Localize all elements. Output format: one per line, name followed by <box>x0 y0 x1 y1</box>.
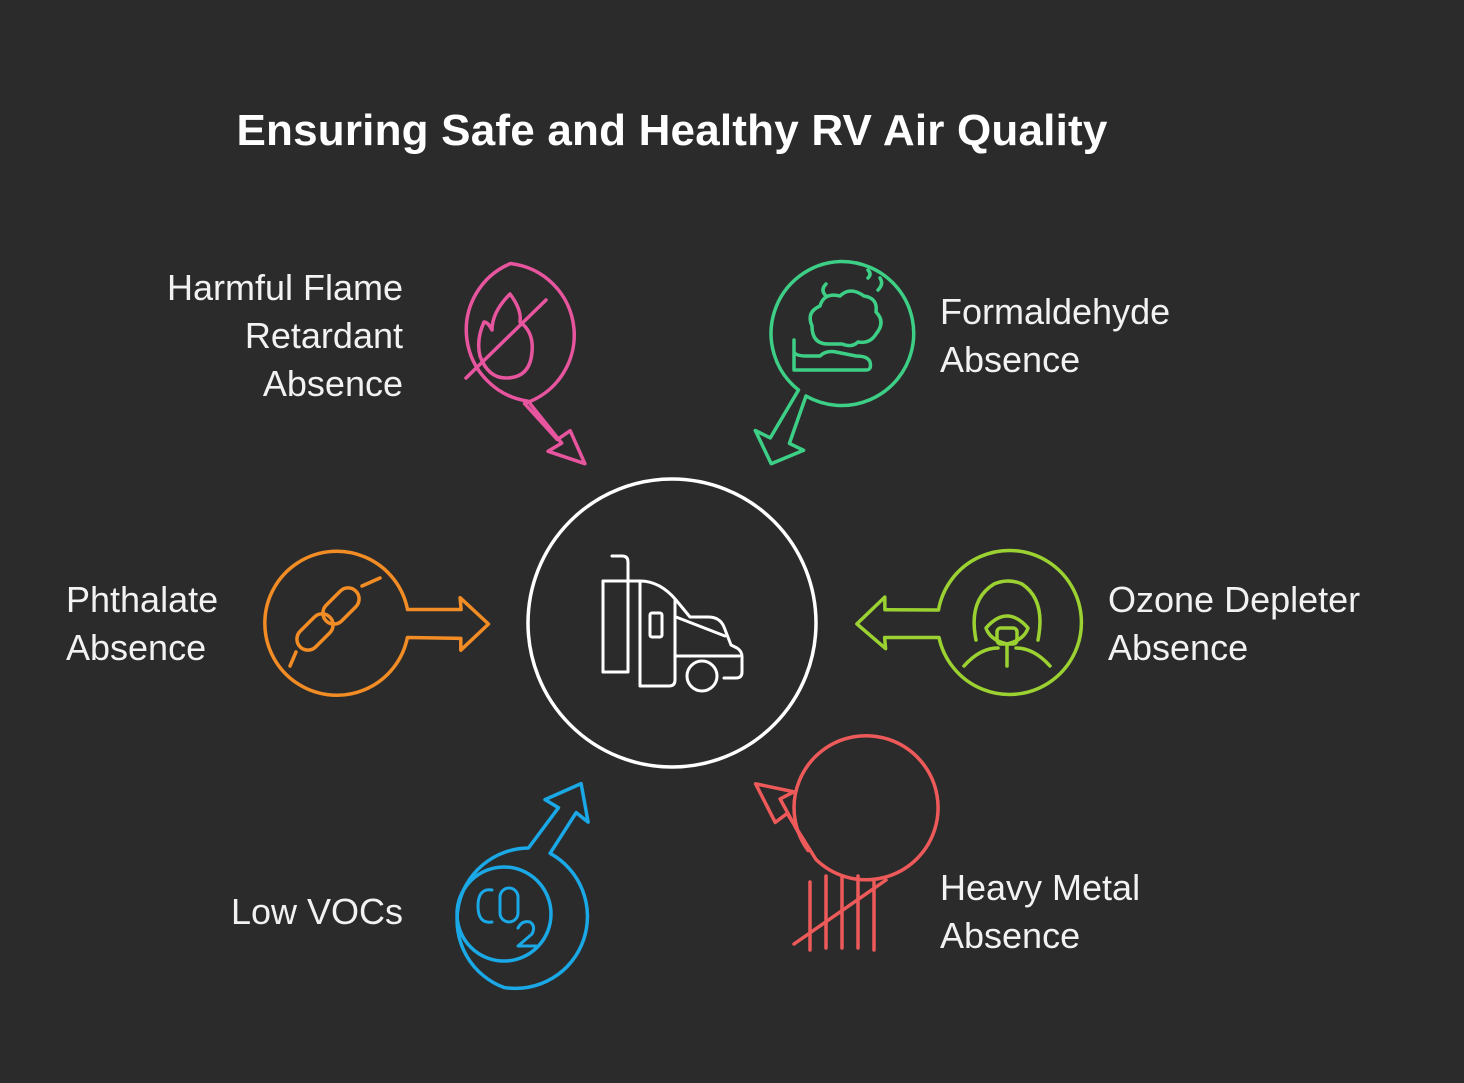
diagram-title: Ensuring Safe and Healthy RV Air Quality <box>236 106 1108 155</box>
label-flame: Harmful Flame Retardant Absence <box>166 267 403 404</box>
truck-icon <box>601 554 744 693</box>
chain-link-icon <box>288 576 382 668</box>
oxygen-mask-icon <box>962 579 1052 668</box>
item-ozone-graphic <box>855 548 1084 697</box>
item-metal-graphic <box>753 734 940 952</box>
center-hub <box>526 477 818 769</box>
item-flame-graphic <box>464 261 587 466</box>
center-circle <box>526 477 818 769</box>
cloud-fumes-icon <box>792 268 884 372</box>
item-vocs-graphic <box>455 781 590 991</box>
co2-icon <box>476 886 538 948</box>
formaldehyde-circle-with-arrow <box>753 259 916 466</box>
co2-inner-circle <box>455 865 553 963</box>
item-formaldehyde-graphic <box>753 259 916 466</box>
label-vocs: Low VOCs <box>230 891 403 932</box>
label-ozone: Ozone Depleter Absence <box>1108 579 1361 668</box>
vocs-circle-with-arrow <box>455 781 590 991</box>
label-phthalate: Phthalate Absence <box>66 579 219 668</box>
phthalate-circle-with-arrow <box>263 549 491 697</box>
label-metal: Heavy Metal Absence <box>940 867 1141 956</box>
ozone-circle-with-arrow <box>855 548 1084 697</box>
item-phthalate-graphic <box>263 549 491 697</box>
no-fire-icon <box>464 292 548 380</box>
flame-circle-with-arrow <box>464 261 587 466</box>
tally-marks-icon <box>792 874 888 952</box>
label-formaldehyde: Formaldehyde Absence <box>940 291 1171 380</box>
metal-circle-with-arrow <box>753 734 940 882</box>
